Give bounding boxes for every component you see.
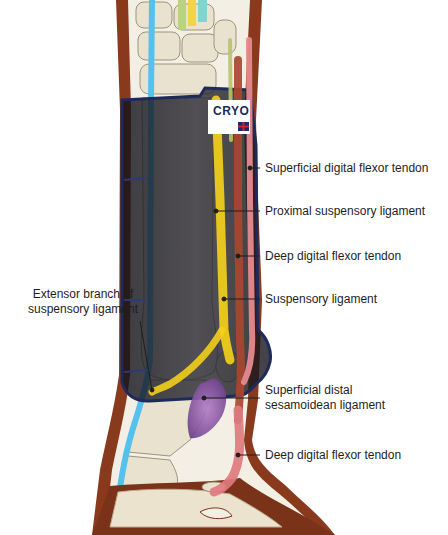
flag-mark [238,122,249,131]
brand-logo-text: CRYO [213,104,249,119]
hoof-wall [92,478,335,535]
callout-label: Extensor branch of suspensory ligament [12,287,154,317]
hoof-frog [200,508,232,519]
boot-strap [124,178,150,372]
callout-label: Superficial digital flexor tendon [264,161,429,176]
leader-lines [140,166,260,457]
callout-label: Deep digital flexor tendon [264,448,402,463]
callout-label: Deep digital flexor tendon [264,249,402,264]
carpal-tendon [178,0,186,30]
deep-digital-flexor-tendon [214,410,240,492]
flag-mark [238,122,249,131]
logo-patch [208,100,250,134]
suspensory-ligament [216,100,230,360]
coffin-bone [110,489,282,527]
callout-label: Superficial distal sesamoidean ligament [264,383,416,413]
carpal-tendon [188,0,196,26]
sesamoidean-ligament [188,378,227,438]
callout-label: Suspensory ligament [264,292,378,307]
carpal-tendon [198,0,207,22]
callout-label: Proximal suspensory ligament [264,204,426,219]
